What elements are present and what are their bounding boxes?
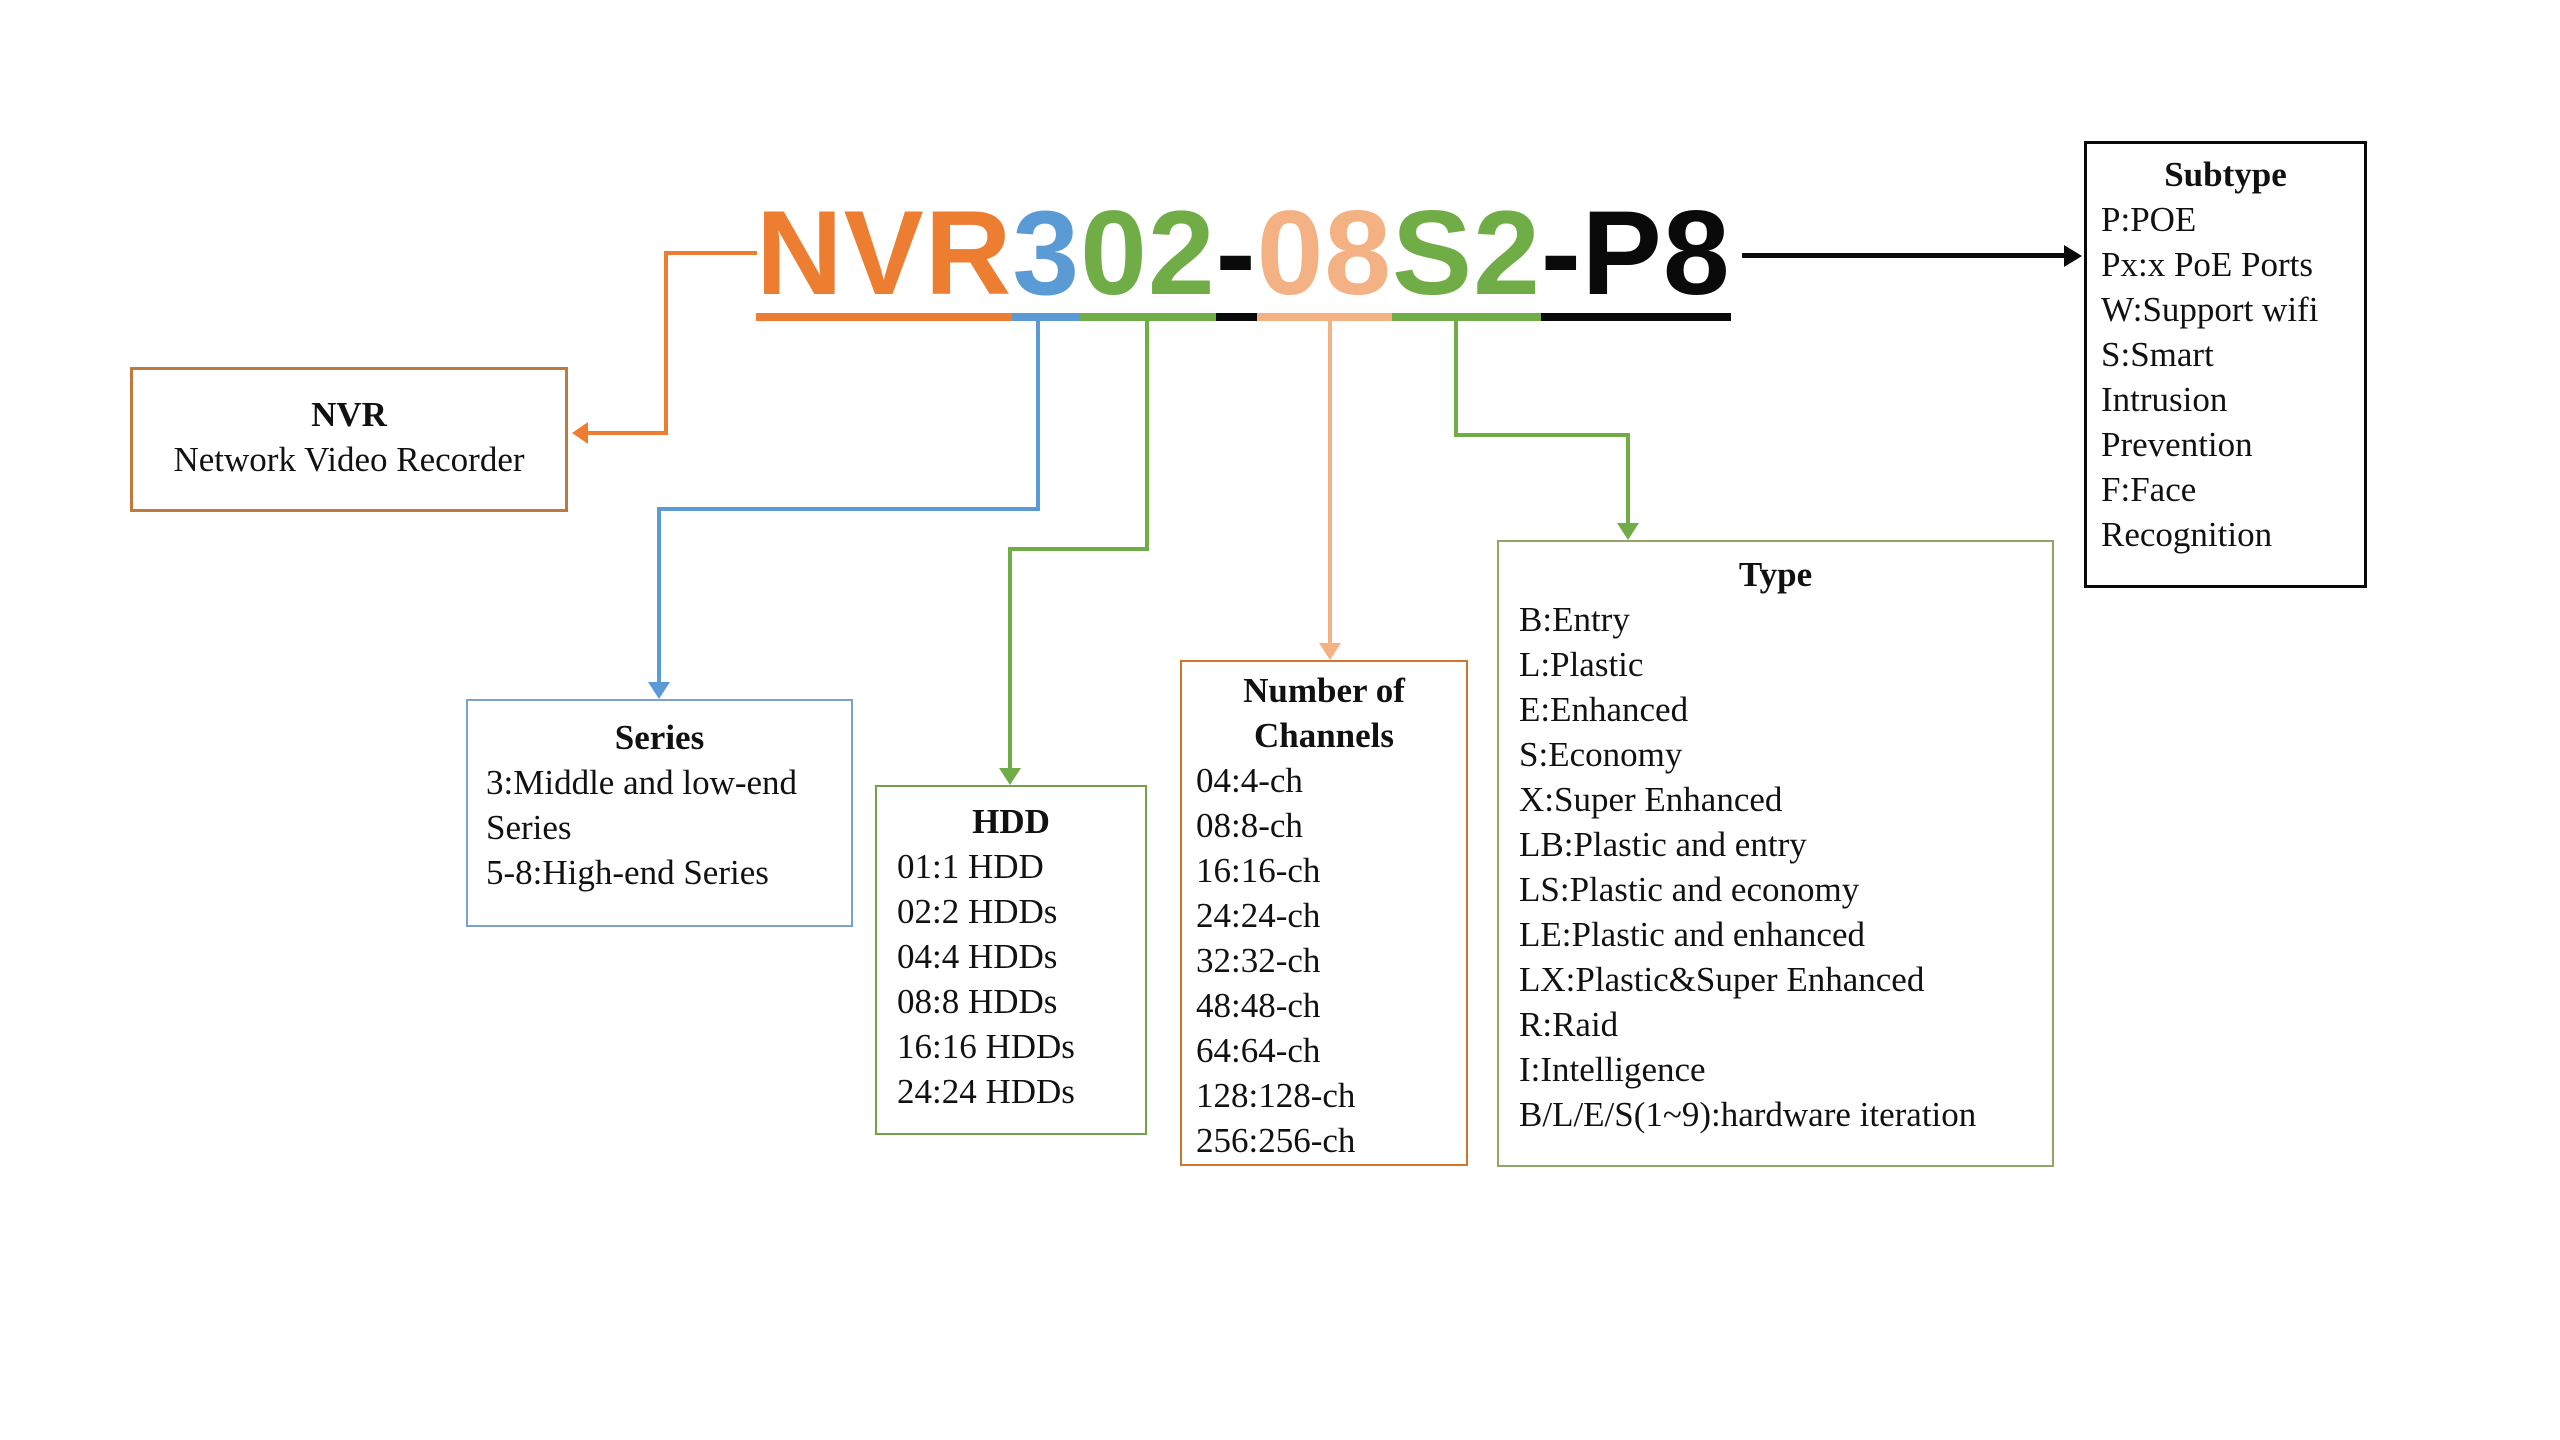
box-line: Prevention bbox=[2101, 425, 2253, 464]
arrowhead-hdd-icon bbox=[999, 768, 1021, 785]
box-line: P:POE bbox=[2101, 200, 2197, 239]
box-line: Series bbox=[486, 808, 572, 847]
box-line: I:Intelligence bbox=[1519, 1050, 1706, 1089]
box-line: W:Support wifi bbox=[2101, 290, 2319, 329]
model-segment-series: 3 bbox=[1012, 186, 1081, 321]
arrowhead-subtype-icon bbox=[2064, 245, 2082, 267]
box-line: B/L/E/S(1~9):hardware iteration bbox=[1519, 1095, 1977, 1134]
box-line: S:Economy bbox=[1519, 735, 1683, 774]
box-line: 48:48-ch bbox=[1196, 986, 1321, 1025]
arrowhead-channels-icon bbox=[1319, 643, 1341, 660]
box-line: 04:4-ch bbox=[1196, 761, 1303, 800]
connector-type-horizontal bbox=[1454, 433, 1630, 437]
channels-box-title: Number of Channels bbox=[1243, 671, 1405, 755]
connector-nvr-vertical bbox=[664, 251, 668, 435]
box-line: 24:24-ch bbox=[1196, 896, 1321, 935]
nvr-box-body: Network Video Recorder bbox=[133, 437, 565, 482]
model-segment-channels: 08 bbox=[1256, 186, 1393, 321]
type-box-title: Type bbox=[1738, 555, 1813, 594]
box-line: Network Video Recorder bbox=[173, 440, 525, 479]
channels-box-body: 04:4-ch 08:8-ch 16:16-ch 24:24-ch 32:32-ch 48… bbox=[1196, 758, 1452, 1163]
box-line: X:Super Enhanced bbox=[1519, 780, 1783, 819]
box-line: R:Raid bbox=[1519, 1005, 1619, 1044]
box-line: Intrusion bbox=[2101, 380, 2228, 419]
connector-type-vertical-top bbox=[1454, 318, 1458, 437]
connector-hdd-vertical-top bbox=[1145, 318, 1149, 551]
box-line: 04:4 HDDs bbox=[897, 937, 1058, 976]
box-line: E:Enhanced bbox=[1519, 690, 1689, 729]
box-line: LE:Plastic and enhanced bbox=[1519, 915, 1865, 954]
model-segment-separator-1: - bbox=[1215, 186, 1257, 321]
connector-type-vertical-bottom bbox=[1626, 433, 1630, 523]
arrowhead-series-icon bbox=[648, 682, 670, 699]
channels-box: Number of Channels 04:4-ch 08:8-ch 16:16-c… bbox=[1180, 660, 1468, 1166]
box-line: 5-8:High-end Series bbox=[486, 853, 769, 892]
hdd-box-title: HDD bbox=[972, 802, 1050, 841]
hdd-box: HDD 01:1 HDD 02:2 HDDs 04:4 HDDs 08:8 HDDs 1… bbox=[875, 785, 1147, 1135]
model-segment-hdd: 02 bbox=[1080, 186, 1216, 321]
box-line: B:Entry bbox=[1519, 600, 1630, 639]
box-line: 64:64-ch bbox=[1196, 1031, 1321, 1070]
model-segment-type: S2 bbox=[1392, 186, 1541, 321]
connector-hdd-vertical-bottom bbox=[1008, 547, 1012, 768]
box-line: 32:32-ch bbox=[1196, 941, 1321, 980]
box-line: 01:1 HDD bbox=[897, 847, 1044, 886]
connector-channels-vertical bbox=[1328, 318, 1332, 643]
box-line: LX:Plastic&Super Enhanced bbox=[1519, 960, 1925, 999]
connector-nvr-horizontal-bottom bbox=[588, 431, 668, 435]
connector-subtype-horizontal bbox=[1742, 253, 2064, 258]
box-line: S:Smart bbox=[2101, 335, 2214, 374]
model-segment-nvr: NVR bbox=[756, 186, 1013, 321]
connector-series-vertical-bottom bbox=[657, 507, 661, 684]
box-line: Recognition bbox=[2101, 515, 2273, 554]
box-line: 24:24 HDDs bbox=[897, 1072, 1075, 1111]
box-line: 08:8 HDDs bbox=[897, 982, 1058, 1021]
box-line: 3:Middle and low-end bbox=[486, 763, 798, 802]
box-line: LS:Plastic and economy bbox=[1519, 870, 1860, 909]
connector-hdd-horizontal bbox=[1008, 547, 1149, 551]
arrowhead-type-icon bbox=[1617, 523, 1639, 540]
nvr-box: NVR Network Video Recorder bbox=[130, 367, 568, 512]
connector-series-vertical-top bbox=[1036, 318, 1040, 511]
model-segment-separator-subtype: -P8 bbox=[1540, 186, 1731, 321]
box-line: Px:x PoE Ports bbox=[2101, 245, 2313, 284]
series-box-title: Series bbox=[614, 718, 705, 757]
connector-nvr-horizontal-top bbox=[664, 251, 757, 255]
hdd-box-body: 01:1 HDD 02:2 HDDs 04:4 HDDs 08:8 HDDs 16:16… bbox=[897, 844, 1125, 1114]
nvr-box-title: NVR bbox=[311, 395, 387, 434]
box-line: 128:128-ch bbox=[1196, 1076, 1356, 1115]
box-line: 16:16 HDDs bbox=[897, 1027, 1075, 1066]
connector-series-horizontal bbox=[657, 507, 1040, 511]
box-line: 256:256-ch bbox=[1196, 1121, 1356, 1160]
box-line: LB:Plastic and entry bbox=[1519, 825, 1807, 864]
box-line: 08:8-ch bbox=[1196, 806, 1303, 845]
box-line: 16:16-ch bbox=[1196, 851, 1321, 890]
arrowhead-nvr-icon bbox=[572, 422, 588, 444]
box-line: 02:2 HDDs bbox=[897, 892, 1058, 931]
box-line: F:Face bbox=[2101, 470, 2197, 509]
subtype-box-title: Subtype bbox=[2164, 155, 2287, 194]
box-line: L:Plastic bbox=[1519, 645, 1644, 684]
